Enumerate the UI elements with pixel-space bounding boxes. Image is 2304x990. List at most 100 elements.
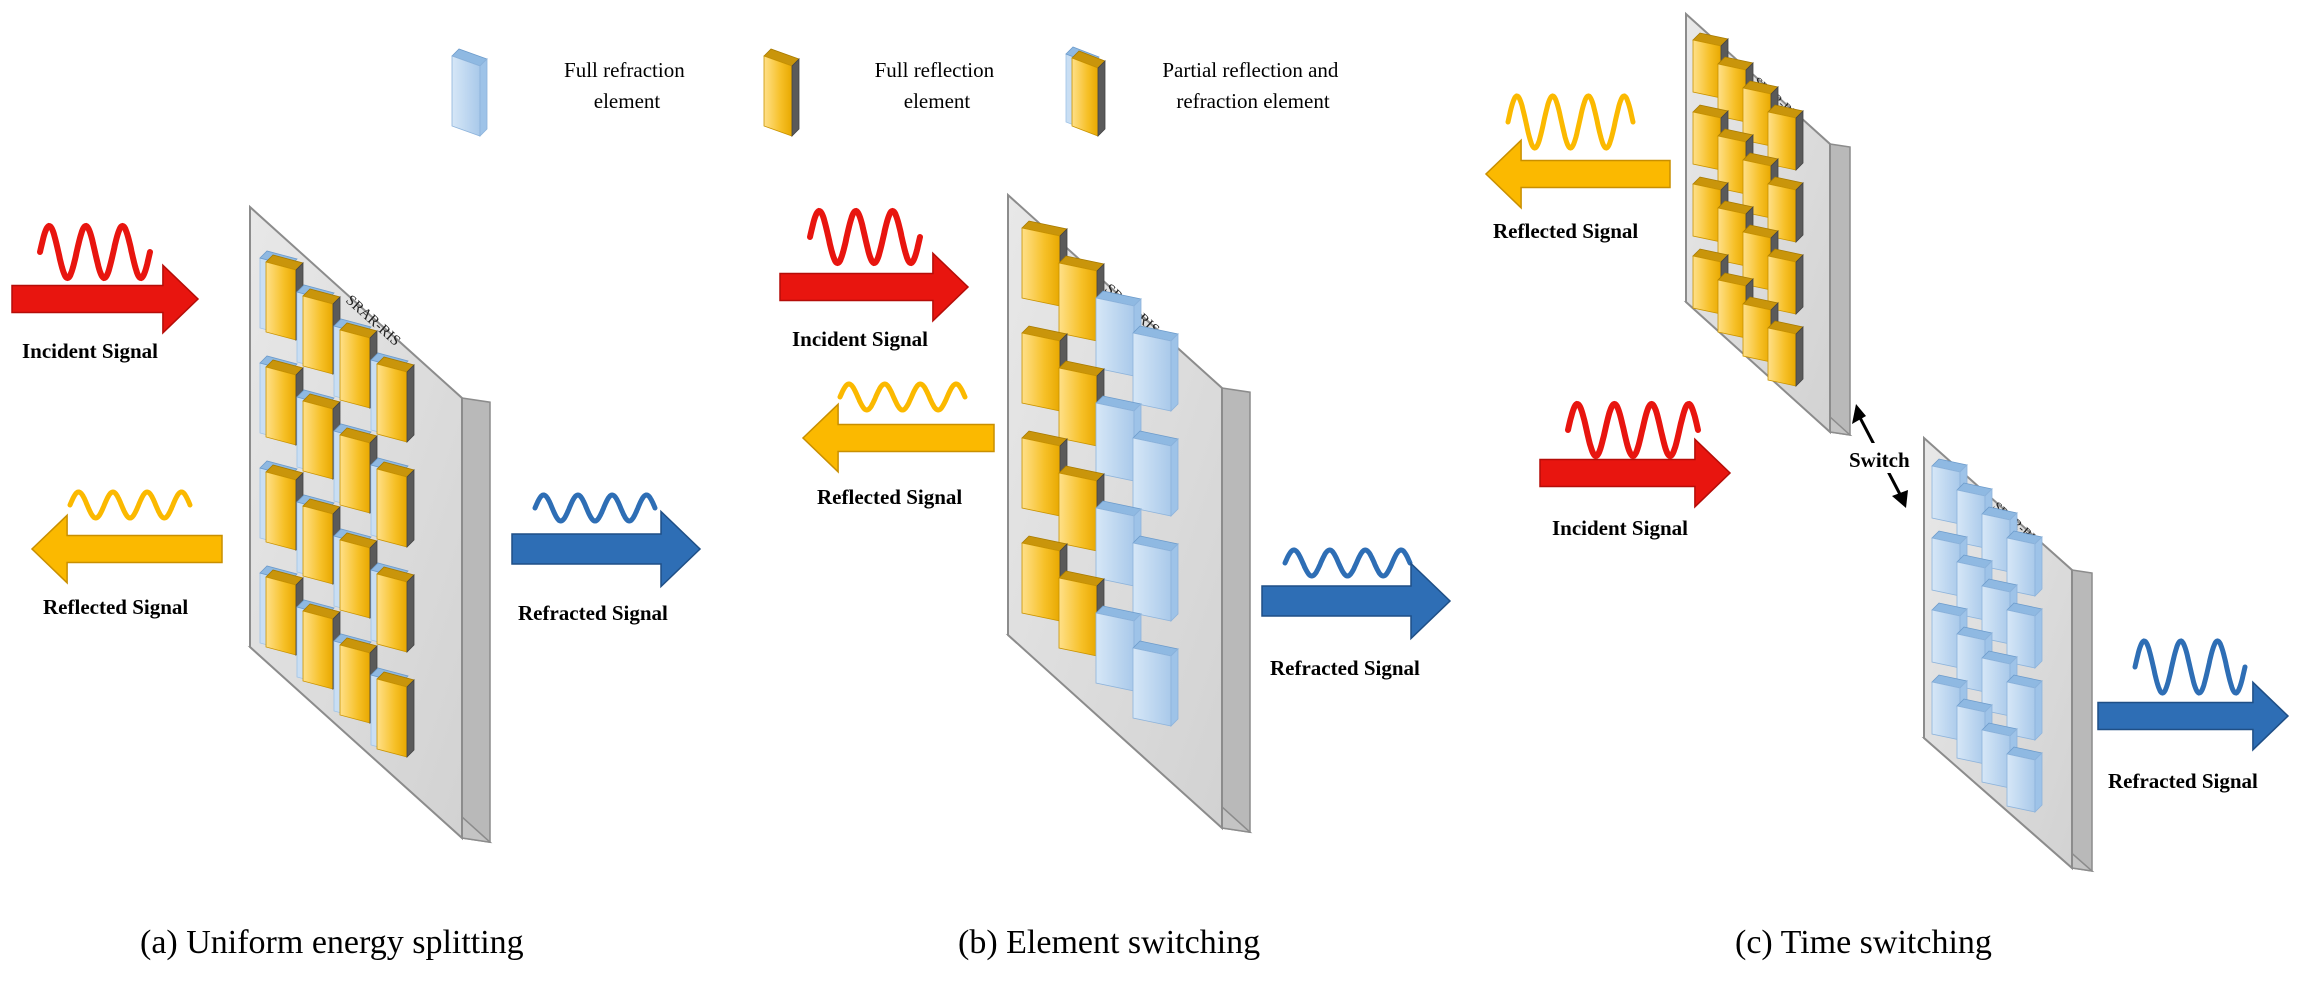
reflection-block — [302, 400, 334, 480]
reflection-block — [1692, 111, 1722, 171]
arrow-shape — [30, 513, 223, 585]
wave-line — [807, 207, 923, 267]
ris-surface-c-reflect: SRAR-RIS — [1683, 11, 1853, 437]
reflected-wave-c — [1505, 93, 1636, 151]
block-side — [1795, 254, 1804, 315]
block-side — [1170, 648, 1179, 727]
reflection-block — [376, 468, 408, 548]
refraction-block — [1931, 681, 1961, 741]
refracted-wave-a — [532, 492, 658, 524]
switch-label: Switch — [1849, 448, 1910, 472]
legend-partial-icon — [1065, 46, 1106, 137]
wave-line — [1282, 547, 1413, 579]
reflected-label-a: Reflected Signal — [43, 595, 188, 619]
refraction-block — [1132, 332, 1172, 412]
block-side — [1170, 438, 1179, 517]
refraction-block — [1095, 297, 1135, 377]
reflection-block — [1717, 279, 1747, 339]
block-side — [2034, 536, 2043, 597]
arrow-shape — [779, 251, 970, 323]
block-side — [2034, 752, 2043, 813]
reflection-block — [339, 434, 371, 514]
ris-surface-a: SRAR-RIS — [247, 204, 493, 844]
refracted-arrow-c — [2097, 680, 2290, 752]
reflected-wave-a — [67, 489, 193, 521]
incident-arrow-c — [1539, 437, 1732, 509]
incident-label-a: Incident Signal — [22, 339, 158, 363]
reflection-block — [339, 329, 371, 409]
reflection-block — [1058, 577, 1098, 657]
ris-surface-c-refract: SRAR-RIS — [1921, 435, 2095, 873]
panel-side — [1829, 143, 1851, 436]
arrow-shape — [1261, 561, 1452, 641]
refraction-block — [1931, 609, 1961, 669]
reflection-block — [1767, 327, 1797, 387]
wave-line — [2132, 638, 2248, 696]
refracted-label-a: Refracted Signal — [518, 601, 668, 625]
reflected-arrow-a — [30, 513, 223, 585]
refracted-arrow-b — [1261, 561, 1452, 641]
incident-wave-a — [37, 222, 153, 282]
refraction-block — [1931, 465, 1961, 525]
block-side — [1795, 182, 1804, 243]
reflection-block — [763, 55, 793, 137]
block-side — [406, 469, 415, 548]
reflection-block — [376, 363, 408, 443]
refraction-block — [2006, 753, 2036, 813]
refraction-block — [1132, 647, 1172, 727]
legend-partial-label: Partial reflection and refraction elemen… — [1162, 58, 1343, 113]
reflected-label-b: Reflected Signal — [817, 485, 962, 509]
block-side — [791, 58, 800, 137]
refraction-block — [451, 55, 481, 137]
reflection-block — [265, 366, 297, 446]
arrow-shape — [511, 509, 702, 589]
reflected-arrow-c — [1484, 138, 1671, 210]
legend-reflection-label: Full reflection element — [875, 58, 1000, 113]
wave-line — [1505, 93, 1636, 151]
reflection-block — [1071, 57, 1099, 137]
refraction-block — [1981, 729, 2011, 789]
panel-c: SRAR-RIS SRAR-RIS Reflected Signal Incid… — [1484, 11, 2290, 961]
reflection-block — [302, 610, 334, 690]
arrow-shape — [1539, 437, 1732, 509]
incident-label-b: Incident Signal — [792, 327, 928, 351]
wave-line — [532, 492, 658, 524]
reflection-block — [1058, 367, 1098, 447]
caption-b: (b) Element switching — [958, 924, 1260, 961]
block-side — [2034, 608, 2043, 669]
reflection-block — [339, 644, 371, 724]
refracted-wave-b — [1282, 547, 1413, 579]
reflection-block — [265, 261, 297, 341]
reflection-block — [265, 471, 297, 551]
reflection-block — [1692, 39, 1722, 99]
block-side — [406, 679, 415, 758]
reflection-block — [1742, 303, 1772, 363]
incident-arrow-a — [11, 263, 200, 335]
legend-reflection-icon — [763, 48, 800, 137]
block-side — [406, 364, 415, 443]
reflection-block — [302, 295, 334, 375]
block-side — [1170, 333, 1179, 412]
arrow-shape — [801, 402, 995, 474]
legend-refraction-icon — [451, 48, 488, 137]
panel-b: SRAR-RIS Incident Signal Reflected Signa… — [779, 192, 1452, 961]
wave-line — [1565, 400, 1701, 460]
reflected-wave-b — [837, 381, 968, 413]
reflection-block — [1692, 183, 1722, 243]
caption-a: (a) Uniform energy splitting — [140, 924, 524, 961]
reflection-block — [376, 573, 408, 653]
ris-surface-b: SRAR-RIS — [1005, 192, 1253, 834]
panel-a: SRAR-RIS Incident Signal Reflected Signa… — [11, 204, 702, 961]
reflection-block — [1021, 542, 1061, 622]
block-side — [406, 574, 415, 653]
reflected-label-c: Reflected Signal — [1493, 219, 1638, 243]
refraction-block — [1132, 542, 1172, 622]
switch-label-bg — [1846, 443, 1920, 473]
reflection-block — [339, 539, 371, 619]
refraction-block — [1095, 402, 1135, 482]
incident-wave-b — [807, 207, 923, 267]
refracted-wave-c — [2132, 638, 2248, 696]
reflection-block — [1021, 437, 1061, 517]
block-side — [1097, 60, 1106, 137]
